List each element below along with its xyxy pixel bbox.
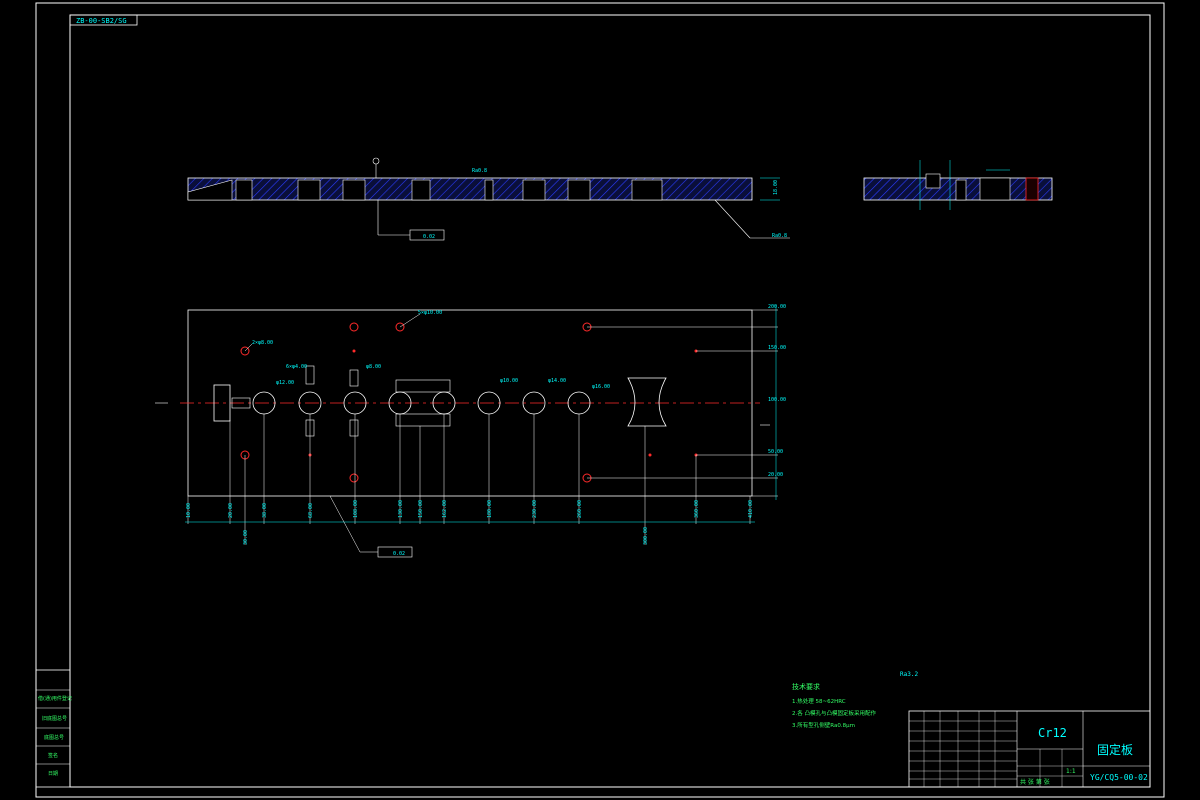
screw-hole [349, 322, 359, 332]
section-pocket [342, 179, 366, 201]
title-block-material: Cr12 [1038, 726, 1067, 740]
flatness-callout: 0.02 [423, 234, 435, 240]
section-view-main: 0.02 Ra0.8 Ra0.8 18.00 [187, 157, 790, 241]
title-block-part-name: 固定板 [1097, 742, 1133, 757]
bottom-dim: 162.00 [442, 500, 448, 518]
section-pocket [411, 179, 431, 201]
tech-requirement-line: 1.热处理 58~62HRC [792, 697, 846, 705]
bottom-dim: 230.00 [532, 500, 538, 518]
rect-slot-inner [231, 397, 251, 409]
side-label-3: 签名 [48, 752, 58, 759]
side-label-0: 借(通)用件登记 [38, 695, 72, 702]
roughness-top-callout: Ra0.8 [472, 168, 487, 174]
tech-requirement-line: 3.所有型孔侧壁Ra0.8μm [792, 721, 855, 729]
bottom-dim: 260.00 [577, 500, 583, 518]
screw-hole [240, 346, 250, 356]
plan-view: 200.00 150.00 100.00 50.00 20.00 10.00 2 [155, 304, 786, 558]
bottom-dim: 68.00 [308, 503, 314, 518]
hole-label: φ16.00 [592, 384, 610, 390]
parallel-callout: 0.02 [393, 551, 405, 557]
right-dim-3: 50.00 [768, 449, 783, 455]
bottom-dim: 150.00 [418, 500, 424, 518]
section-pocket [297, 179, 321, 201]
section-pocket [522, 179, 546, 201]
cutting-profile [627, 377, 667, 427]
roughness-right-callout: Ra0.8 [772, 233, 787, 239]
tech-requirement-line: 2.各 凸模孔与凸模固定板采用配作 [792, 709, 876, 717]
small-slot [349, 419, 359, 437]
bridge-slot [395, 413, 451, 427]
drawing-code-tag: ZB-00-SB2/SG [76, 17, 127, 25]
bottom-dim: 300.00 [643, 527, 649, 545]
title-block-sheet: 共 张 第 张 [1020, 778, 1050, 786]
section-pocket [484, 179, 494, 201]
hole-label: φ14.00 [548, 378, 566, 384]
right-dim-1: 150.00 [768, 345, 786, 351]
side-label-column: 借(通)用件登记 旧底图总号 底图总号 签名 日期 [35, 669, 72, 788]
right-dim-0: 200.00 [768, 304, 786, 310]
pin-hole [648, 453, 652, 457]
tech-requirements: 技术要求 1.热处理 58~62HRC 2.各 凸模孔与凸模固定板采用配作 3.… [792, 682, 876, 729]
tech-requirements-title: 技术要求 [792, 682, 820, 691]
drawing-code-tag-box [69, 14, 138, 26]
bottom-dim: 20.00 [228, 503, 234, 518]
bottom-dim: 38.00 [262, 503, 268, 518]
bottom-dim: 410.00 [748, 500, 754, 518]
datum-symbol [372, 157, 380, 165]
screw-hole [395, 322, 405, 332]
hole-label: φ10.00 [500, 378, 518, 384]
pin-hole [352, 349, 356, 353]
bottom-dim: 130.00 [398, 500, 404, 518]
side-label-4: 日期 [48, 771, 58, 777]
right-dim-4: 20.00 [768, 472, 783, 478]
section-pocket [235, 179, 253, 201]
flatness-callout-box [409, 229, 445, 241]
hole-label: φ12.00 [276, 380, 294, 386]
section-view-side [863, 160, 1053, 210]
side-label-2: 底图总号 [44, 734, 64, 741]
hole-label: 6×φ4.00 [286, 364, 307, 370]
hole-label: φ8.00 [366, 364, 381, 370]
right-dim-2: 100.00 [768, 397, 786, 403]
sheet-outer-border [35, 2, 1165, 798]
bottom-dim: 180.00 [487, 500, 493, 518]
title-block: Cr12 固定板 YG/CQ5-00-02 1:1 共 张 第 张 [908, 710, 1151, 788]
title-block-scale: 1:1 [1066, 768, 1076, 775]
screw-hole [349, 473, 359, 483]
small-slot [349, 369, 359, 387]
bottom-dim: 360.00 [694, 500, 700, 518]
section-chamfer [187, 179, 233, 201]
hole-label: 2×φ8.00 [252, 340, 273, 346]
section-pocket [567, 179, 591, 201]
bridge-slot [395, 379, 451, 393]
bottom-dimension-labels: 10.00 20.00 30.00 38.00 68.00 108.00 130… [186, 500, 754, 545]
thickness-dim: 18.00 [773, 180, 779, 195]
parallel-callout-box [377, 546, 413, 558]
bottom-dim: 10.00 [186, 503, 192, 518]
sheet-inner-border [69, 14, 1151, 788]
rect-slot [213, 384, 231, 422]
bottom-dim: 30.00 [243, 530, 249, 545]
title-block-drawing-number: YG/CQ5-00-02 [1090, 773, 1148, 782]
section-pocket [631, 179, 663, 201]
roughness-other: Ra3.2 [900, 671, 918, 678]
bottom-dim: 108.00 [353, 500, 359, 518]
small-slot [305, 365, 315, 385]
side-label-1: 旧底图总号 [42, 715, 67, 722]
hole-label: 5×φ10.00 [418, 310, 442, 316]
section-plate-body [187, 177, 753, 201]
